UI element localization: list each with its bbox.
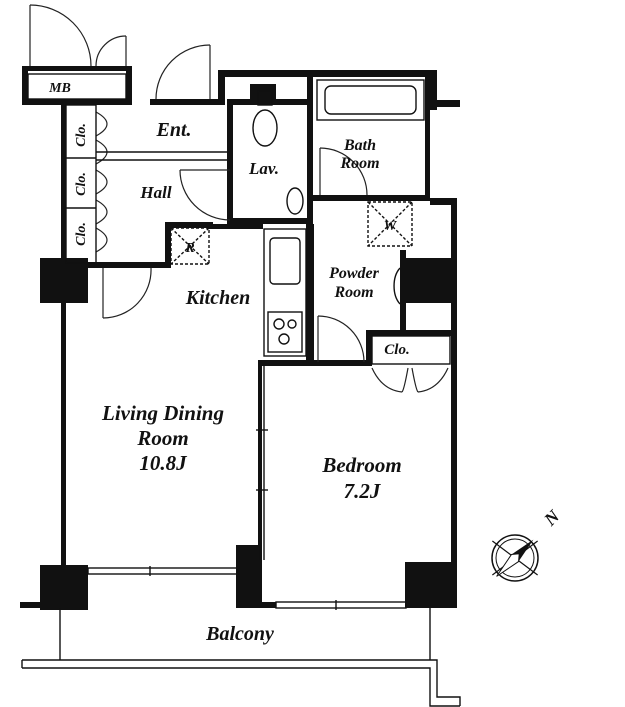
kitchen-sink-icon bbox=[269, 237, 301, 285]
balcony bbox=[21, 608, 461, 707]
bedroom-label: Bedroom bbox=[321, 453, 401, 477]
closet-label-2: Clo. bbox=[74, 172, 89, 196]
powder-label-line1: Powder bbox=[328, 265, 380, 282]
toilet-icon bbox=[252, 109, 278, 147]
balcony-label: Balcony bbox=[205, 623, 274, 645]
living-label-line2: Room bbox=[136, 426, 188, 450]
washer-label: W bbox=[384, 219, 398, 234]
bathtub-icon bbox=[316, 79, 425, 121]
toilet-tank-icon bbox=[257, 90, 273, 106]
washer-icon bbox=[367, 201, 413, 247]
refrigerator-icon bbox=[170, 227, 210, 265]
lavatory-label: Lav. bbox=[248, 159, 279, 178]
powder-label-line2: Room bbox=[333, 284, 373, 301]
bath-label-line2: Room bbox=[339, 155, 379, 172]
refrigerator-label: R bbox=[184, 241, 194, 256]
entrance-label: Ent. bbox=[155, 119, 191, 141]
bath-label-line1: Bath bbox=[343, 137, 376, 154]
labels: MB Ent. Lav. Bath Room Clo. Clo. Clo. Ha… bbox=[48, 81, 564, 645]
bedroom-size-label: 7.2J bbox=[344, 479, 382, 503]
living-size-label: 10.8J bbox=[139, 451, 188, 475]
hall-label: Hall bbox=[139, 183, 171, 202]
bedroom-closet-label: Clo. bbox=[384, 342, 409, 358]
closet-label-1: Clo. bbox=[74, 123, 89, 147]
closet-label-3: Clo. bbox=[74, 222, 89, 246]
sink-icon bbox=[286, 187, 304, 215]
compass-north-label: N bbox=[539, 505, 564, 530]
doors bbox=[29, 4, 449, 393]
kitchen-label: Kitchen bbox=[185, 287, 250, 309]
mb-label: MB bbox=[48, 81, 71, 96]
powder-sink-icon bbox=[393, 267, 401, 305]
living-label-line1: Living Dining bbox=[101, 401, 224, 425]
stove-icon bbox=[267, 311, 303, 353]
kitchen-counter bbox=[263, 228, 307, 357]
windows bbox=[87, 366, 407, 610]
fixtures bbox=[27, 73, 451, 365]
compass-rose-icon bbox=[491, 534, 539, 582]
